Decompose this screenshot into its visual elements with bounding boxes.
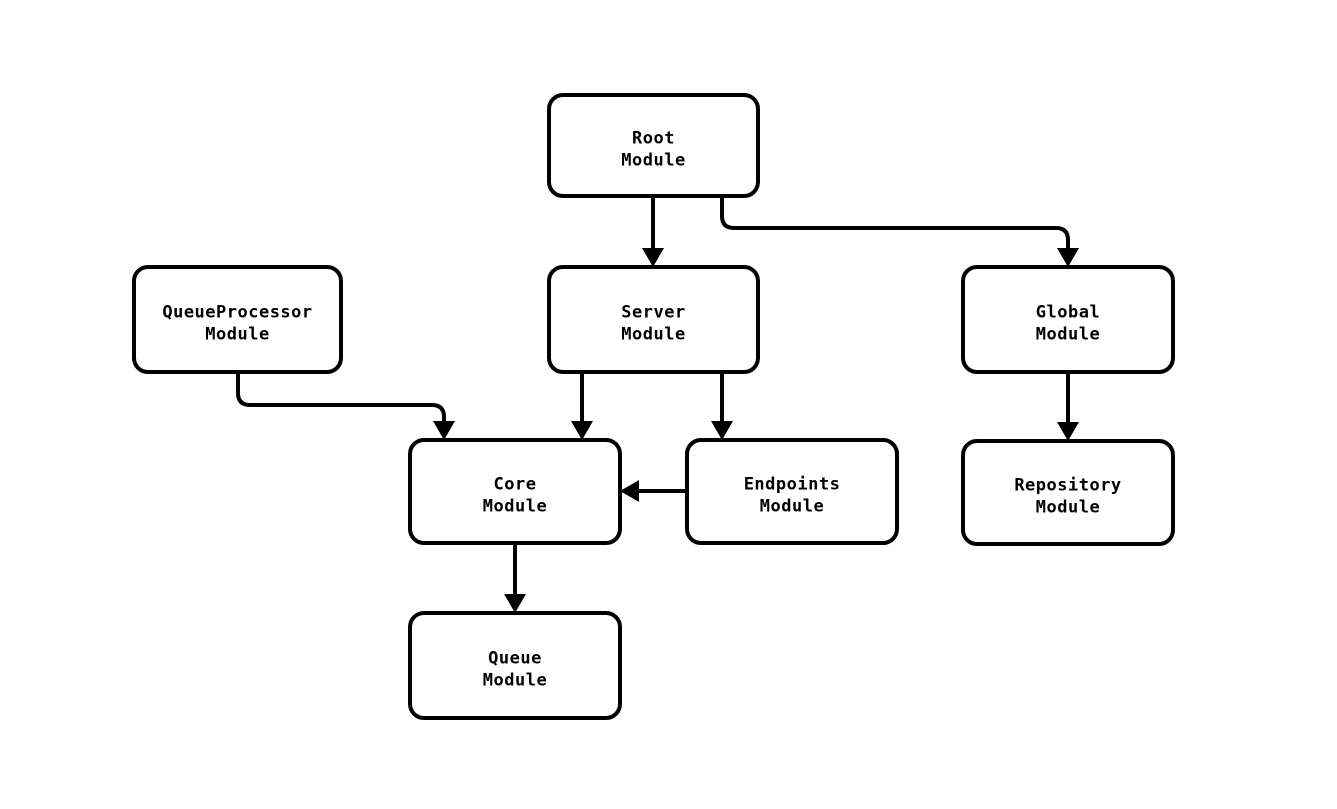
edge-global-to-repository — [1057, 372, 1079, 441]
node-label-line1: Queue — [488, 649, 542, 669]
edge-queueprocessor-to-core — [236, 372, 455, 440]
arrowhead-icon — [1057, 422, 1079, 441]
node-box[interactable] — [408, 611, 622, 720]
node-label-line2: Module — [621, 151, 685, 171]
node-label-line2: Module — [483, 497, 547, 517]
node-label-line1: Repository — [1014, 476, 1121, 496]
node-label-line2: Module — [483, 671, 547, 691]
node-box[interactable] — [547, 265, 760, 374]
arrowhead-icon — [642, 248, 664, 267]
node-label-line2: Module — [1036, 498, 1100, 518]
arrowhead-icon — [620, 480, 639, 502]
edge-root-to-server — [642, 196, 664, 267]
arrowhead-icon — [433, 421, 455, 440]
edge-line — [720, 196, 1070, 253]
edge-root-to-global — [720, 196, 1079, 267]
node-box[interactable] — [547, 93, 760, 198]
node-box[interactable] — [961, 439, 1175, 546]
edge-endpoints-to-core — [620, 480, 687, 502]
node-label-line1: QueueProcessor — [162, 303, 312, 323]
node-box[interactable] — [685, 438, 899, 545]
edge-core-to-queue — [504, 543, 526, 613]
edge-server-to-core — [571, 372, 593, 440]
arrowhead-icon — [571, 421, 593, 440]
edge-line — [236, 372, 446, 426]
arrowhead-icon — [504, 594, 526, 613]
node-label-line1: Server — [621, 303, 685, 323]
node-box[interactable] — [961, 265, 1175, 374]
edge-server-to-endpoints — [711, 372, 733, 440]
node-label-line2: Module — [621, 325, 685, 345]
node-box[interactable] — [132, 265, 343, 374]
node-label-line1: Endpoints — [744, 475, 841, 495]
arrowhead-icon — [711, 421, 733, 440]
node-label-line1: Global — [1036, 303, 1100, 323]
node-label-line1: Root — [632, 129, 675, 149]
node-label-line2: Module — [1036, 325, 1100, 345]
node-label-line2: Module — [205, 325, 269, 345]
edges-layer — [236, 196, 1079, 613]
node-box[interactable] — [408, 438, 622, 545]
node-label-line1: Core — [494, 475, 537, 495]
arrowhead-icon — [1057, 248, 1079, 267]
node-label-line2: Module — [760, 497, 824, 517]
